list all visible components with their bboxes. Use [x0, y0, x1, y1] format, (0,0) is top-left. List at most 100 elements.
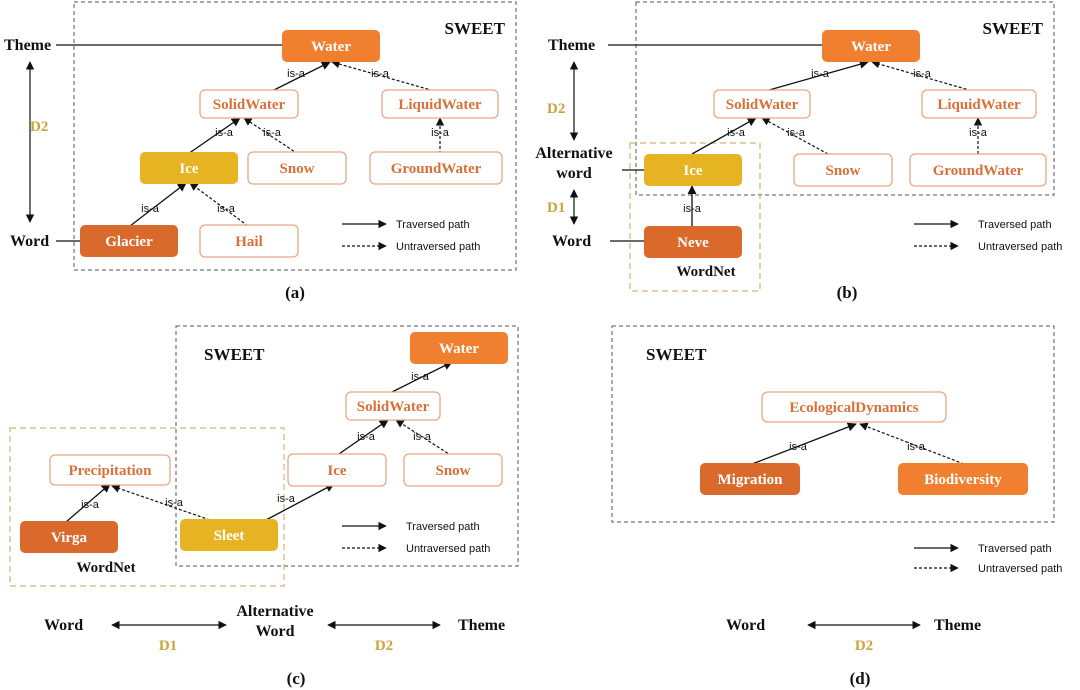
- node-glacier: [80, 225, 178, 257]
- node-label: Glacier: [105, 234, 153, 250]
- node-migration: [700, 463, 800, 495]
- theme-label: Theme: [548, 37, 595, 54]
- edge-label: is-a: [969, 127, 988, 139]
- edge-snow-solidwater: [243, 117, 299, 155]
- node-label: Ice: [327, 463, 346, 479]
- node-label: Ice: [179, 161, 198, 177]
- edge-label: is-a: [263, 127, 282, 139]
- d1-label: D1: [547, 200, 565, 216]
- edge-ice-solidwater: [187, 117, 241, 155]
- node-snow: [247, 151, 347, 185]
- node-snow: [403, 453, 503, 487]
- node-sleet: [180, 519, 278, 551]
- d2-label: D2: [547, 101, 565, 117]
- edge-solidwater-water: [391, 361, 453, 393]
- edge-label: is-a: [165, 497, 184, 509]
- node-liquidwater: [921, 89, 1037, 119]
- legend-traversed: Traversed path: [406, 521, 480, 533]
- legend-untraversed: Untraversed path: [406, 543, 490, 555]
- word-label: Word: [552, 233, 591, 250]
- sweet-box: [635, 1, 1055, 196]
- node-ice: [644, 154, 742, 186]
- edge-migration-ecological: [751, 422, 857, 465]
- node-water: [410, 332, 508, 364]
- legend-untraversed: Untraversed path: [978, 241, 1062, 253]
- node-ice: [287, 453, 387, 487]
- node-water: [822, 30, 920, 62]
- edge-label: is-a: [907, 441, 926, 453]
- alternative-label-wrap: Alternative word: [535, 145, 612, 182]
- sweet-box: [611, 325, 1055, 523]
- edge-label: is-a: [371, 68, 390, 80]
- word-label: Word: [44, 617, 83, 634]
- node-solidwater: [199, 89, 299, 119]
- node-groundwater: [369, 151, 503, 185]
- node-label: EcologicalDynamics: [789, 400, 918, 416]
- node-hail: [199, 224, 299, 258]
- sweet-label: SWEET: [204, 345, 265, 364]
- node-precipitation: [49, 454, 171, 486]
- edge-snow-solidwater: [395, 419, 453, 457]
- edge-sleet-ice: [265, 483, 335, 521]
- node-label: Water: [311, 39, 351, 55]
- legend-traversed: Traversed path: [396, 219, 470, 231]
- node-snow: [793, 153, 893, 187]
- wordnet-box: [9, 427, 285, 587]
- edge-label: is-a: [789, 441, 808, 453]
- node-label: Water: [851, 39, 891, 55]
- edge-label: is-a: [431, 127, 450, 139]
- node-solidwater: [713, 89, 811, 119]
- edge-virga-precipitation: [65, 483, 111, 523]
- edge-hail-ice: [189, 182, 249, 227]
- edge-label: is-a: [287, 68, 306, 80]
- node-virga: [20, 521, 118, 553]
- node-label: Snow: [825, 163, 860, 179]
- node-label: SolidWater: [213, 97, 286, 113]
- node-water: [282, 30, 380, 62]
- sweet-box: [175, 325, 519, 567]
- edge-solidwater-water: [761, 59, 869, 93]
- theme-label: Theme: [4, 37, 51, 54]
- edge-label: is-a: [411, 371, 430, 383]
- panel-b: SWEET WordNet is-a is-a is-a is-a is-a i…: [535, 1, 1062, 302]
- wordnet-label: WordNet: [76, 560, 135, 576]
- node-neve: [644, 226, 742, 258]
- alternative-label-wrap: Alternative Word: [236, 603, 314, 640]
- edge-label: is-a: [215, 127, 234, 139]
- node-label: Sleet: [214, 528, 245, 544]
- edge-label: is-a: [683, 203, 702, 215]
- node-ecologicaldynamics: [761, 391, 947, 423]
- panel-caption: (b): [837, 283, 858, 302]
- word-label: Word: [726, 617, 765, 634]
- panel-c: SWEET WordNet is-a is-a is-a is-a is-a i…: [9, 325, 519, 688]
- sweet-label: SWEET: [983, 19, 1044, 38]
- edge-label: is-a: [727, 127, 746, 139]
- distance-label: D2: [30, 119, 48, 135]
- edge-solidwater-water: [269, 61, 331, 93]
- edge-sleet-precipitation: [111, 484, 211, 521]
- word-label: Word: [10, 233, 49, 250]
- node-label: Migration: [718, 472, 784, 488]
- panel-caption: (a): [285, 283, 305, 302]
- edge-liquidwater-water: [331, 60, 439, 93]
- edge-label: is-a: [357, 431, 376, 443]
- panel-caption: (d): [850, 669, 871, 688]
- sweet-label: SWEET: [646, 345, 707, 364]
- edge-label: is-a: [141, 203, 160, 215]
- theme-label: Theme: [458, 617, 505, 634]
- node-liquidwater: [381, 89, 499, 119]
- edge-label: is-a: [81, 499, 100, 511]
- alternative-label: Alternative Word: [236, 603, 314, 640]
- panel-caption: (c): [287, 669, 306, 688]
- node-ice: [140, 152, 238, 184]
- edge-ice-solidwater: [335, 419, 389, 457]
- legend-traversed: Traversed path: [978, 219, 1052, 231]
- edge-label: is-a: [277, 493, 296, 505]
- node-label: GroundWater: [933, 163, 1024, 179]
- legend-traversed: Traversed path: [978, 543, 1052, 555]
- node-label: Virga: [51, 530, 88, 546]
- edge-label: is-a: [217, 203, 236, 215]
- node-label: Snow: [279, 161, 314, 177]
- panel-a: SWEET is-a is-a is-a is-a is-a is-a is-a…: [4, 1, 517, 302]
- edge-label: is-a: [787, 127, 806, 139]
